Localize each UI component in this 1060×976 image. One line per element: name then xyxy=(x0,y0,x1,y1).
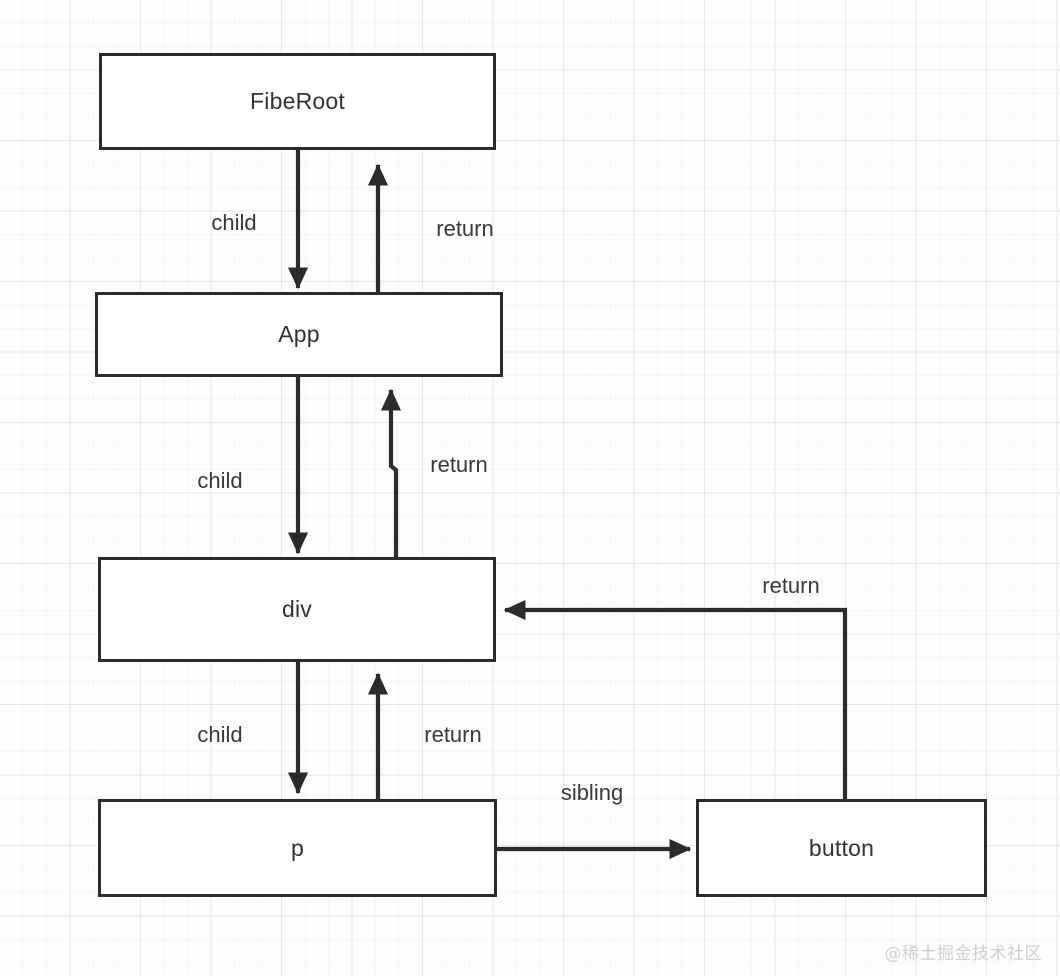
edge-label-app-return-fiberoot: return xyxy=(436,216,494,241)
watermark: @稀土掘金技术社区 xyxy=(884,944,1042,964)
edge-button-return-div xyxy=(503,599,848,799)
node-p[interactable]: p xyxy=(98,799,497,897)
node-app[interactable]: App xyxy=(95,292,503,377)
node-app-label: App xyxy=(278,321,320,347)
edge-div-return-app xyxy=(380,388,402,557)
edge-label-fiberoot-child-app: child xyxy=(211,210,257,235)
edge-label-button-return-div: return xyxy=(762,573,820,598)
edge-label-div-child-p: child xyxy=(197,722,243,747)
node-button[interactable]: button xyxy=(696,799,987,897)
node-fiberoot[interactable]: FibeRoot xyxy=(99,53,496,150)
edge-label-p-return-div: return xyxy=(424,722,482,747)
edge-label-app-child-div: child xyxy=(197,468,243,493)
node-div-label: div xyxy=(281,596,312,622)
node-button-label: button xyxy=(808,834,875,861)
node-p-label: p xyxy=(291,834,304,861)
edge-label-div-return-app: return xyxy=(430,452,488,477)
node-fiberoot-label: FibeRoot xyxy=(250,88,345,114)
edge-label-p-sibling-button: sibling xyxy=(560,780,624,805)
node-div[interactable]: div xyxy=(98,557,496,662)
